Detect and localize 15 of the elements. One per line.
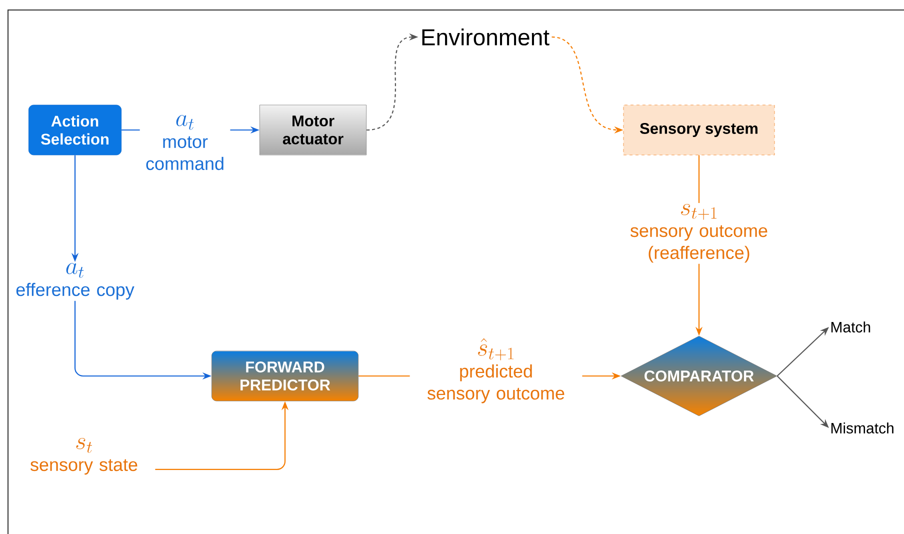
predictor-box: FORWARD PREDICTOR [211,350,359,402]
connector-line [122,129,140,131]
efference-label: $a_t$ efference copy [16,262,134,300]
connector-line [698,155,700,203]
prediction-label: $\hat{s}_{t+1}$ predicted sensory outcome [427,338,564,404]
environment-text: Environment [422,28,550,46]
command-label: $a_t$ motor command [146,114,224,170]
action-box: Action Selection [28,104,122,156]
actuator-box: Motor actuator [259,104,367,156]
result-text: Mismatch [831,422,894,434]
outcome-label: $s_{t+1}$ sensory outcome (reafference) [630,204,768,263]
result-text: Match [831,321,870,332]
state-label: $s_t$ sensory state [30,438,138,475]
sensory-box: Sensory system [623,104,775,156]
connector-line [358,375,410,377]
